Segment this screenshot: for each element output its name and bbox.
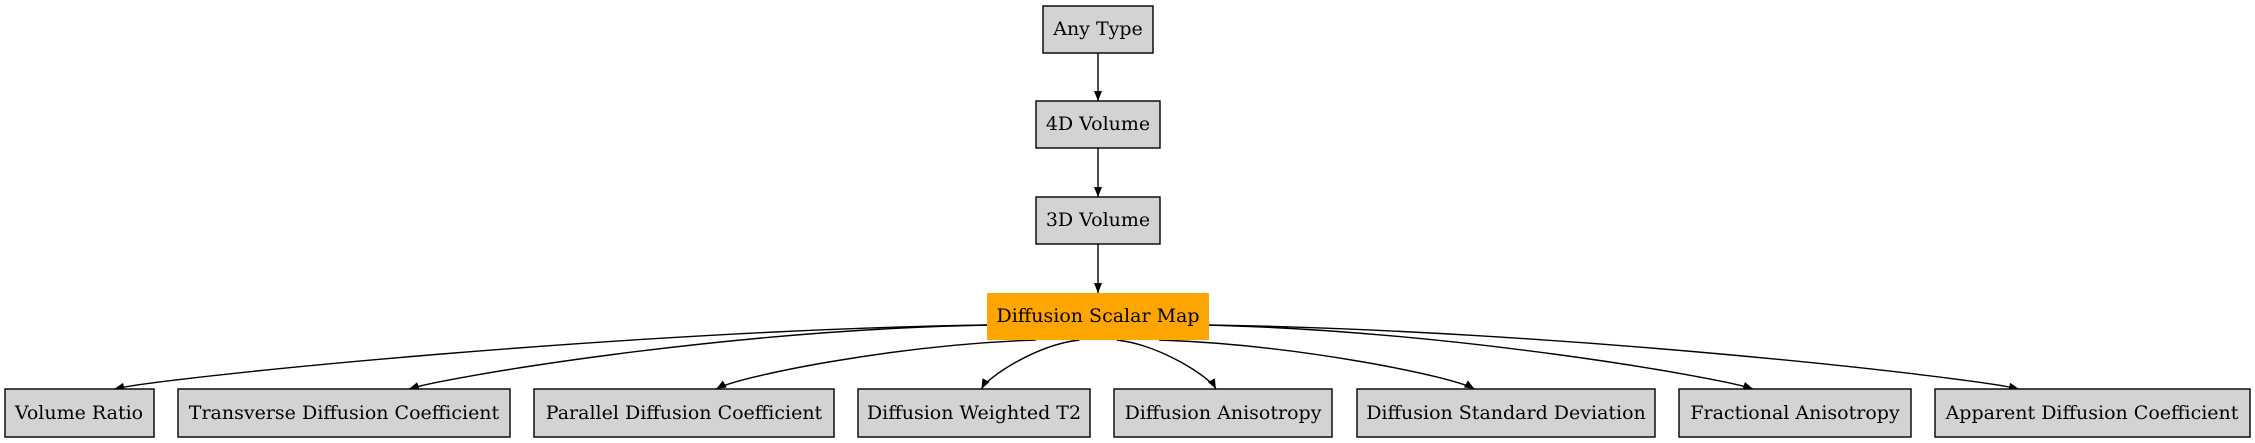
node-any-type[interactable]: Any Type <box>1042 5 1154 54</box>
node-4d-volume[interactable]: 4D Volume <box>1035 100 1161 149</box>
node-label: Diffusion Anisotropy <box>1125 402 1322 424</box>
node-apparent-diffusion-coefficient[interactable]: Apparent Diffusion Coefficient <box>1934 388 2251 438</box>
node-label: 4D Volume <box>1046 113 1150 135</box>
node-diffusion-scalar-map[interactable]: Diffusion Scalar Map <box>987 293 1209 340</box>
nodes: Any Type 4D Volume 3D Volume Diffusion S… <box>4 5 2251 438</box>
node-box <box>1035 100 1161 149</box>
node-box <box>1042 5 1154 54</box>
node-label: Volume Ratio <box>14 402 143 424</box>
node-label: Fractional Anisotropy <box>1690 402 1900 424</box>
node-box <box>1113 388 1333 438</box>
node-label: Parallel Diffusion Coefficient <box>546 402 823 424</box>
node-label: Diffusion Scalar Map <box>996 305 1199 327</box>
node-box <box>533 388 835 438</box>
edge-diffusion-scalar-map-to-diffusion-weighted-t2 <box>980 339 1080 390</box>
edge-diffusion-scalar-map-to-volume-ratio <box>114 324 990 391</box>
node-transverse-diffusion-coefficient[interactable]: Transverse Diffusion Coefficient <box>177 388 511 438</box>
node-box <box>1678 388 1912 438</box>
edge-diffusion-scalar-map-to-diffusion-anisotropy <box>1116 339 1217 390</box>
node-fractional-anisotropy[interactable]: Fractional Anisotropy <box>1678 388 1912 438</box>
edge-diffusion-scalar-map-to-transverse-diffusion-coefficient <box>408 324 990 390</box>
edge-diffusion-scalar-map-to-diffusion-standard-deviation <box>1159 339 1475 390</box>
edge-diffusion-scalar-map-to-fractional-anisotropy <box>1202 324 1754 390</box>
node-parallel-diffusion-coefficient[interactable]: Parallel Diffusion Coefficient <box>533 388 835 438</box>
edges <box>114 53 2020 391</box>
node-label: Transverse Diffusion Coefficient <box>189 402 500 424</box>
node-label: 3D Volume <box>1046 209 1150 231</box>
node-diffusion-weighted-t2[interactable]: Diffusion Weighted T2 <box>857 388 1091 438</box>
node-diffusion-anisotropy[interactable]: Diffusion Anisotropy <box>1113 388 1333 438</box>
node-box <box>4 388 155 438</box>
node-label: Apparent Diffusion Coefficient <box>1945 402 2239 424</box>
node-label: Any Type <box>1052 18 1143 40</box>
node-3d-volume[interactable]: 3D Volume <box>1035 196 1161 245</box>
node-box <box>857 388 1091 438</box>
node-label: Diffusion Standard Deviation <box>1366 402 1646 424</box>
node-box <box>1356 388 1656 438</box>
node-volume-ratio[interactable]: Volume Ratio <box>4 388 155 438</box>
node-box <box>987 293 1209 340</box>
node-box <box>177 388 511 438</box>
node-diffusion-standard-deviation[interactable]: Diffusion Standard Deviation <box>1356 388 1656 438</box>
node-label: Diffusion Weighted T2 <box>867 402 1081 424</box>
edge-diffusion-scalar-map-to-parallel-diffusion-coefficient <box>715 339 1036 390</box>
node-box <box>1035 196 1161 245</box>
node-box <box>1934 388 2251 438</box>
edge-diffusion-scalar-map-to-apparent-diffusion-coefficient <box>1206 324 2020 391</box>
